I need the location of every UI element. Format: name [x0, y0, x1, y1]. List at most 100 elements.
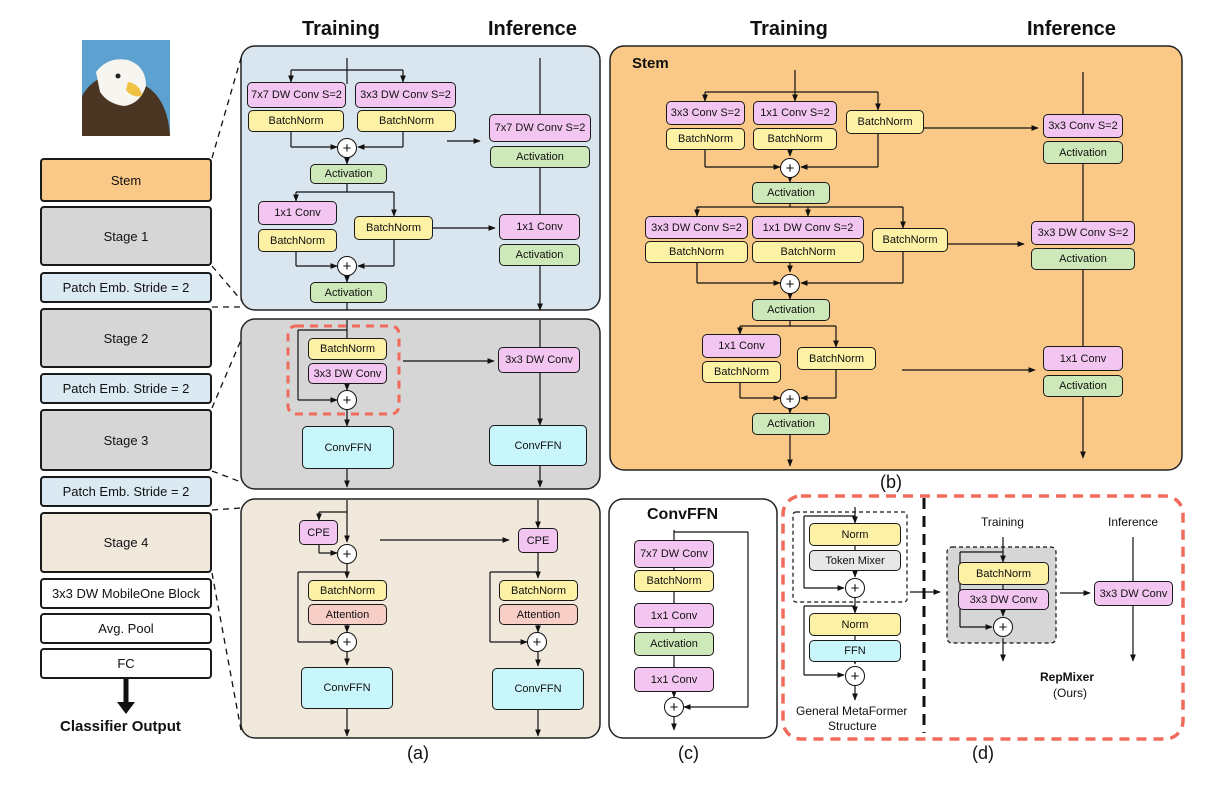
- pipeline-patch-embed-1: Patch Emb. Stride = 2: [40, 272, 212, 303]
- a-attn-inf-convffn: ConvFFN: [492, 668, 584, 710]
- b-bn-5: BatchNorm: [752, 241, 864, 263]
- pipeline-stage-2: Stage 2: [40, 308, 212, 368]
- d-training-label: Training: [981, 515, 1024, 529]
- d-norm-2: Norm: [809, 613, 901, 636]
- a-repmixer-inf-convffn: ConvFFN: [489, 425, 587, 466]
- panel-a-inference-header: Inference: [488, 18, 577, 40]
- a-attn-bn: BatchNorm: [308, 580, 387, 601]
- b-inf-dw3x3: 3x3 DW Conv S=2: [1031, 221, 1135, 245]
- plus-circle-icon: +: [780, 274, 800, 294]
- plus-circle-icon: +: [780, 158, 800, 178]
- b-pw-conv: 1x1 Conv: [702, 334, 781, 358]
- repmixer-highlight: [286, 324, 401, 416]
- a-inf-dw7x7-conv: 7x7 DW Conv S=2: [489, 114, 591, 142]
- a-attn-attention: Attention: [308, 604, 387, 625]
- plus-circle-icon: +: [337, 390, 357, 410]
- c-pw-conv-2: 1x1 Conv: [634, 667, 714, 692]
- panel-d: [781, 494, 1185, 741]
- b-bn-1: BatchNorm: [666, 128, 745, 150]
- panel-c-title: ConvFFN: [647, 506, 719, 523]
- a-attn-inf-attention: Attention: [499, 604, 578, 625]
- b-conv1x1: 1x1 Conv S=2: [753, 101, 837, 125]
- a-inf-activation-1: Activation: [490, 146, 590, 168]
- c-bn: BatchNorm: [634, 570, 714, 592]
- a-dw3x3-conv: 3x3 DW Conv S=2: [355, 82, 456, 108]
- plus-circle-icon: +: [527, 632, 547, 652]
- pipeline-stage-1: Stage 1: [40, 206, 212, 266]
- a-activation-1: Activation: [310, 164, 387, 184]
- eagle-photo-icon: [82, 40, 170, 136]
- b-inf-pw-conv: 1x1 Conv: [1043, 346, 1123, 371]
- pipeline-avg-pool: Avg. Pool: [40, 613, 212, 644]
- b-activation-1: Activation: [752, 182, 830, 204]
- a-bn-4: BatchNorm: [354, 216, 433, 240]
- pipeline-stem: Stem: [40, 158, 212, 202]
- a-repmixer-dw: 3x3 DW Conv: [308, 363, 387, 384]
- a-bn-3: BatchNorm: [258, 229, 337, 252]
- b-inf-activation-3: Activation: [1043, 375, 1123, 397]
- b-conv3x3: 3x3 Conv S=2: [666, 101, 745, 125]
- panel-b-inference-header: Inference: [1027, 18, 1116, 40]
- a-bn-1: BatchNorm: [248, 110, 344, 132]
- a-inf-pw-conv: 1x1 Conv: [499, 214, 580, 240]
- pipeline-stage-3: Stage 3: [40, 409, 212, 471]
- plus-circle-icon: +: [993, 617, 1013, 637]
- c-pw-conv-1: 1x1 Conv: [634, 603, 714, 628]
- plus-circle-icon: +: [337, 544, 357, 564]
- d-inf-dw: 3x3 DW Conv: [1094, 581, 1173, 606]
- caption-c: (c): [678, 743, 699, 763]
- a-dw7x7-conv: 7x7 DW Conv S=2: [247, 82, 346, 108]
- a-activation-2: Activation: [310, 282, 387, 303]
- d-ffn: FFN: [809, 640, 901, 662]
- plus-circle-icon: +: [845, 666, 865, 686]
- d-bn: BatchNorm: [958, 562, 1049, 585]
- b-bn-7: BatchNorm: [702, 361, 781, 383]
- plus-circle-icon: +: [664, 697, 684, 717]
- a-repmixer-inf-dw: 3x3 DW Conv: [498, 347, 580, 373]
- plus-circle-icon: +: [337, 138, 357, 158]
- b-activation-3: Activation: [752, 413, 830, 435]
- b-dw3x3: 3x3 DW Conv S=2: [645, 216, 748, 239]
- panel-b-title: Stem: [632, 55, 669, 72]
- a-attn-inf-bn: BatchNorm: [499, 580, 578, 601]
- a-pw-conv: 1x1 Conv: [258, 201, 337, 225]
- b-bn-2: BatchNorm: [753, 128, 837, 150]
- c-activation: Activation: [634, 632, 714, 656]
- c-dw7x7: 7x7 DW Conv: [634, 540, 714, 568]
- d-token-mixer: Token Mixer: [809, 550, 901, 571]
- panel-b-training-header: Training: [750, 18, 828, 40]
- caption-d: (d): [972, 743, 994, 763]
- a-repmixer-convffn: ConvFFN: [302, 426, 394, 469]
- d-dw: 3x3 DW Conv: [958, 589, 1049, 610]
- plus-circle-icon: +: [337, 632, 357, 652]
- pipeline-fc: FC: [40, 648, 212, 679]
- b-bn-8: BatchNorm: [797, 347, 876, 370]
- b-inf-activation-1: Activation: [1043, 141, 1123, 164]
- d-ours-label: (Ours): [1053, 686, 1087, 700]
- a-attn-inf-cpe: CPE: [518, 528, 558, 553]
- d-norm-1: Norm: [809, 523, 901, 546]
- plus-circle-icon: +: [337, 256, 357, 276]
- panel-a-training-header: Training: [302, 18, 380, 40]
- d-meta-label-2: Structure: [828, 719, 877, 733]
- a-attn-convffn: ConvFFN: [301, 667, 393, 709]
- b-activation-2: Activation: [752, 299, 830, 321]
- d-repmixer-label: RepMixer: [1040, 670, 1095, 684]
- plus-circle-icon: +: [845, 578, 865, 598]
- classifier-output-label: Classifier Output: [60, 718, 181, 735]
- b-bn-6: BatchNorm: [872, 228, 948, 252]
- caption-b: (b): [880, 472, 902, 492]
- a-repmixer-bn: BatchNorm: [308, 338, 387, 360]
- a-attn-cpe: CPE: [299, 520, 338, 545]
- pipeline-patch-embed-2: Patch Emb. Stride = 2: [40, 373, 212, 404]
- plus-circle-icon: +: [780, 389, 800, 409]
- b-inf-activation-2: Activation: [1031, 248, 1135, 270]
- pipeline-stage-4: Stage 4: [40, 512, 212, 573]
- pipeline-mobileone-block: 3x3 DW MobileOne Block: [40, 578, 212, 609]
- d-meta-label-1: General MetaFormer: [796, 704, 908, 718]
- d-inference-label: Inference: [1108, 515, 1159, 529]
- a-bn-2: BatchNorm: [357, 110, 456, 132]
- caption-a: (a): [407, 743, 429, 763]
- b-inf-conv3x3: 3x3 Conv S=2: [1043, 114, 1123, 138]
- b-bn-4: BatchNorm: [645, 241, 748, 263]
